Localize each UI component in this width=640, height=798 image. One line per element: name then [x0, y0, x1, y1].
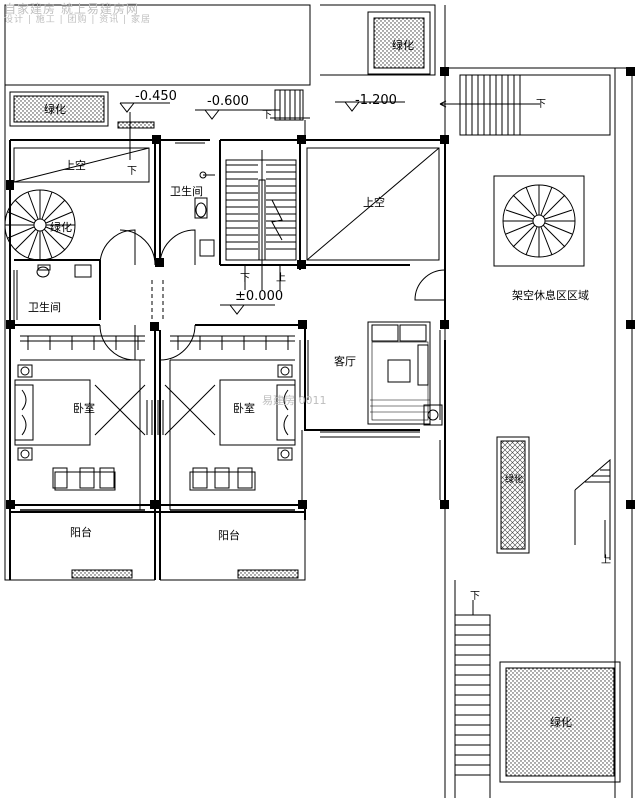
stair-down-2: 下	[262, 110, 272, 121]
stair-down-4: 下	[240, 273, 250, 284]
voids	[13, 147, 440, 261]
label-green-bottom: 绿化	[550, 716, 572, 729]
stair-up-2: 上	[601, 555, 611, 566]
label-balcony-right: 阳台	[218, 529, 240, 542]
label-living: 客厅	[334, 355, 356, 368]
rest-area-feature	[493, 175, 585, 267]
bedroom-right-furniture	[164, 359, 296, 510]
label-bedroom-left: 卧室	[73, 402, 95, 415]
stairs-top	[270, 74, 611, 140]
watermark: 自家建房 就上易建房网 设计 | 施工 | 团购 | 资讯 | 家居	[4, 2, 152, 26]
label-bath-left: 卫生间	[28, 301, 61, 314]
green-areas	[9, 11, 621, 783]
columns	[6, 67, 635, 509]
doors	[99, 229, 446, 500]
label-void-center: 上空	[363, 196, 385, 209]
elevation-2: -0.600	[207, 94, 249, 109]
elevation-4: ±0.000	[235, 289, 284, 304]
label-green-spiral: 绿化	[50, 221, 72, 234]
stair-up-1: 上	[276, 273, 286, 284]
label-bath-top: 卫生间	[170, 185, 203, 198]
label-balcony-left: 阳台	[70, 526, 92, 539]
living-sofa	[367, 321, 443, 426]
stair-down-5: 下	[470, 591, 480, 602]
bedroom-left-furniture	[14, 359, 146, 510]
watermark-subtitle: 设计 | 施工 | 团购 | 资讯 | 家居	[4, 15, 152, 26]
spiral-stair	[4, 189, 76, 261]
stair-down-1: 下	[127, 166, 137, 177]
elevation-3: -1.200	[355, 93, 397, 108]
watermark-code: 易建房 0011	[262, 394, 327, 407]
label-green-strip: 绿化	[505, 475, 524, 485]
windows	[20, 142, 420, 511]
stairs-right	[455, 458, 611, 798]
bathroom-fixtures	[13, 171, 215, 320]
label-bedroom-right: 卧室	[233, 402, 255, 415]
elevation-1: -0.450	[135, 89, 177, 104]
label-green-top: 绿化	[392, 39, 414, 52]
watermark-title: 自家建房 就上易建房网	[4, 2, 139, 16]
label-rest-area: 架空休息区区域	[512, 289, 589, 302]
label-void-left: 上空	[64, 159, 86, 172]
label-green-left: 绿化	[44, 103, 66, 116]
stair-down-3: 下	[536, 99, 546, 110]
elevation-markers	[119, 101, 405, 315]
stairs-center	[225, 150, 297, 290]
